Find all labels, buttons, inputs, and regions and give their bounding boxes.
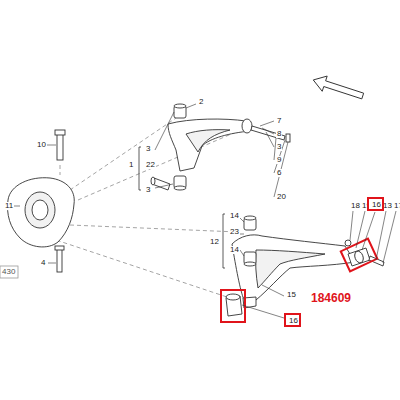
callout-number: 3	[276, 143, 282, 151]
callout-number: 9	[276, 156, 282, 164]
callout-number: 23	[229, 228, 240, 236]
callout-number: 16	[372, 201, 382, 209]
callout-number: 2	[198, 98, 204, 106]
callout-number: 4	[40, 259, 46, 267]
assembly-lines	[50, 118, 250, 300]
model-tag: 430	[1, 268, 16, 276]
leader-line	[14, 104, 396, 318]
callout-number: 7	[276, 117, 282, 125]
callout-number: 11	[4, 202, 14, 210]
callout-number: 17	[393, 202, 400, 210]
callout-number: 6	[276, 169, 282, 177]
part-number: 184609	[310, 292, 352, 304]
callout-number: 14	[229, 246, 240, 254]
model-tag-box	[0, 266, 18, 278]
direction-arrow	[311, 72, 365, 103]
callout-number: 8	[276, 130, 282, 138]
upper-arm	[151, 104, 290, 190]
callout-number: 3	[145, 186, 151, 194]
steering-knuckle	[8, 130, 75, 272]
callout-number: 1	[128, 161, 134, 169]
callout-number: 20	[276, 193, 287, 201]
highlighted-callout: 16	[367, 197, 384, 211]
callout-number: 14	[229, 212, 240, 220]
highlighted-callout: 16	[284, 313, 301, 327]
callout-number: 12	[209, 238, 220, 246]
group-bracket	[139, 147, 225, 268]
callout-number: 10	[36, 141, 47, 149]
callout-number: 15	[286, 291, 297, 299]
callout-number: 16	[289, 317, 299, 325]
callout-number: 3	[145, 145, 151, 153]
callout-number: 22	[145, 161, 156, 169]
callout-number: 18	[350, 202, 361, 210]
highlight-box	[221, 239, 377, 322]
